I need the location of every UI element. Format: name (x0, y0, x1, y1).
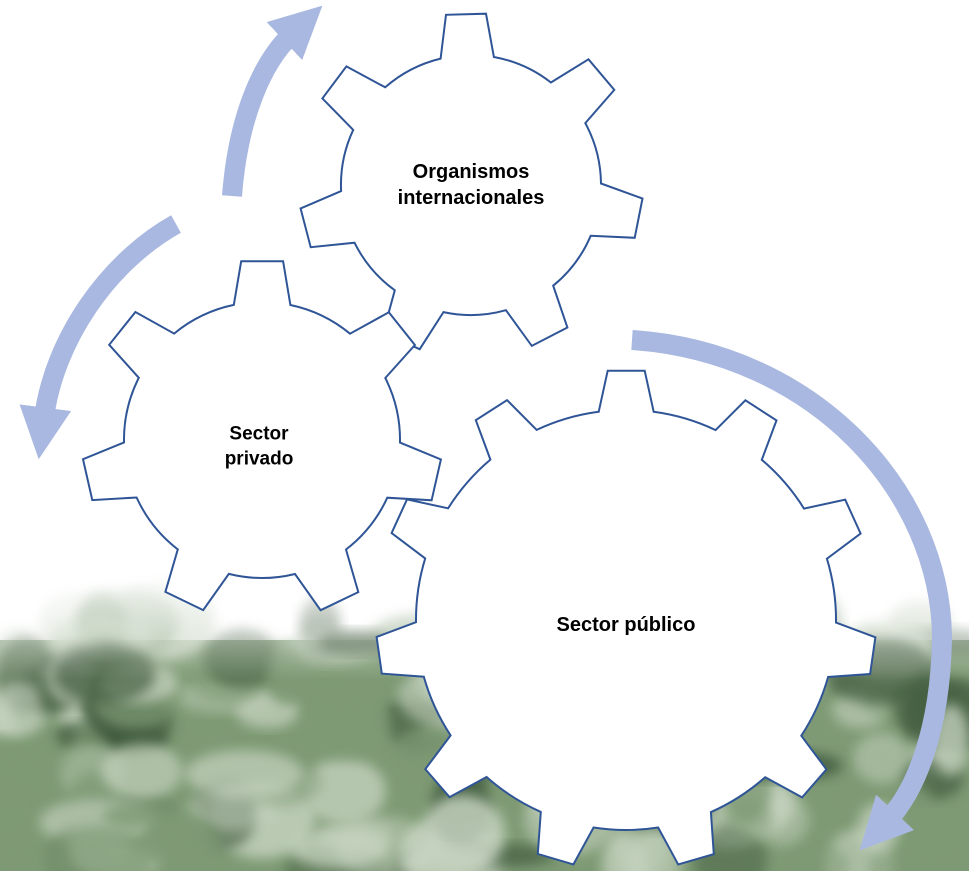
tree-canopy (301, 758, 386, 825)
tree-canopy (102, 803, 168, 828)
tree-canopy (184, 750, 305, 799)
gear-label-line: Sector (229, 423, 289, 445)
gear-label-organismos: Organismos internacionales (398, 159, 545, 211)
tree-canopy (725, 799, 773, 845)
tree-canopy (910, 835, 966, 870)
gear-label-line: Sector público (556, 614, 696, 636)
tree-canopy (0, 734, 38, 759)
tree-canopy (140, 816, 221, 869)
tree-canopy (601, 834, 646, 871)
tree-canopy (44, 824, 154, 871)
tree-canopy (0, 855, 48, 871)
arrow-left (19, 215, 181, 460)
gear-label-privado: Sector privado (225, 422, 294, 471)
gear-sector-publico (375, 369, 877, 866)
tree-canopy (779, 842, 850, 871)
arrow-right (631, 330, 953, 851)
tree-canopy (101, 743, 183, 799)
gear-sector-privado (81, 260, 443, 612)
gear-label-line: privado (224, 448, 294, 469)
gear-organismos-internacionales (299, 12, 644, 351)
gear-label-publico: Sector público (557, 612, 696, 638)
tree-canopy (399, 847, 492, 871)
tree-canopy (315, 820, 394, 852)
tree-canopy (853, 732, 911, 784)
tree-canopy (0, 792, 53, 856)
tree-canopy (0, 681, 44, 735)
gear-label-line: internacionales (397, 187, 545, 209)
gear-label-line: Organismos (412, 161, 530, 183)
tree-canopy (299, 688, 392, 762)
tree-canopy (3, 759, 51, 798)
arrow-top (222, 5, 323, 197)
